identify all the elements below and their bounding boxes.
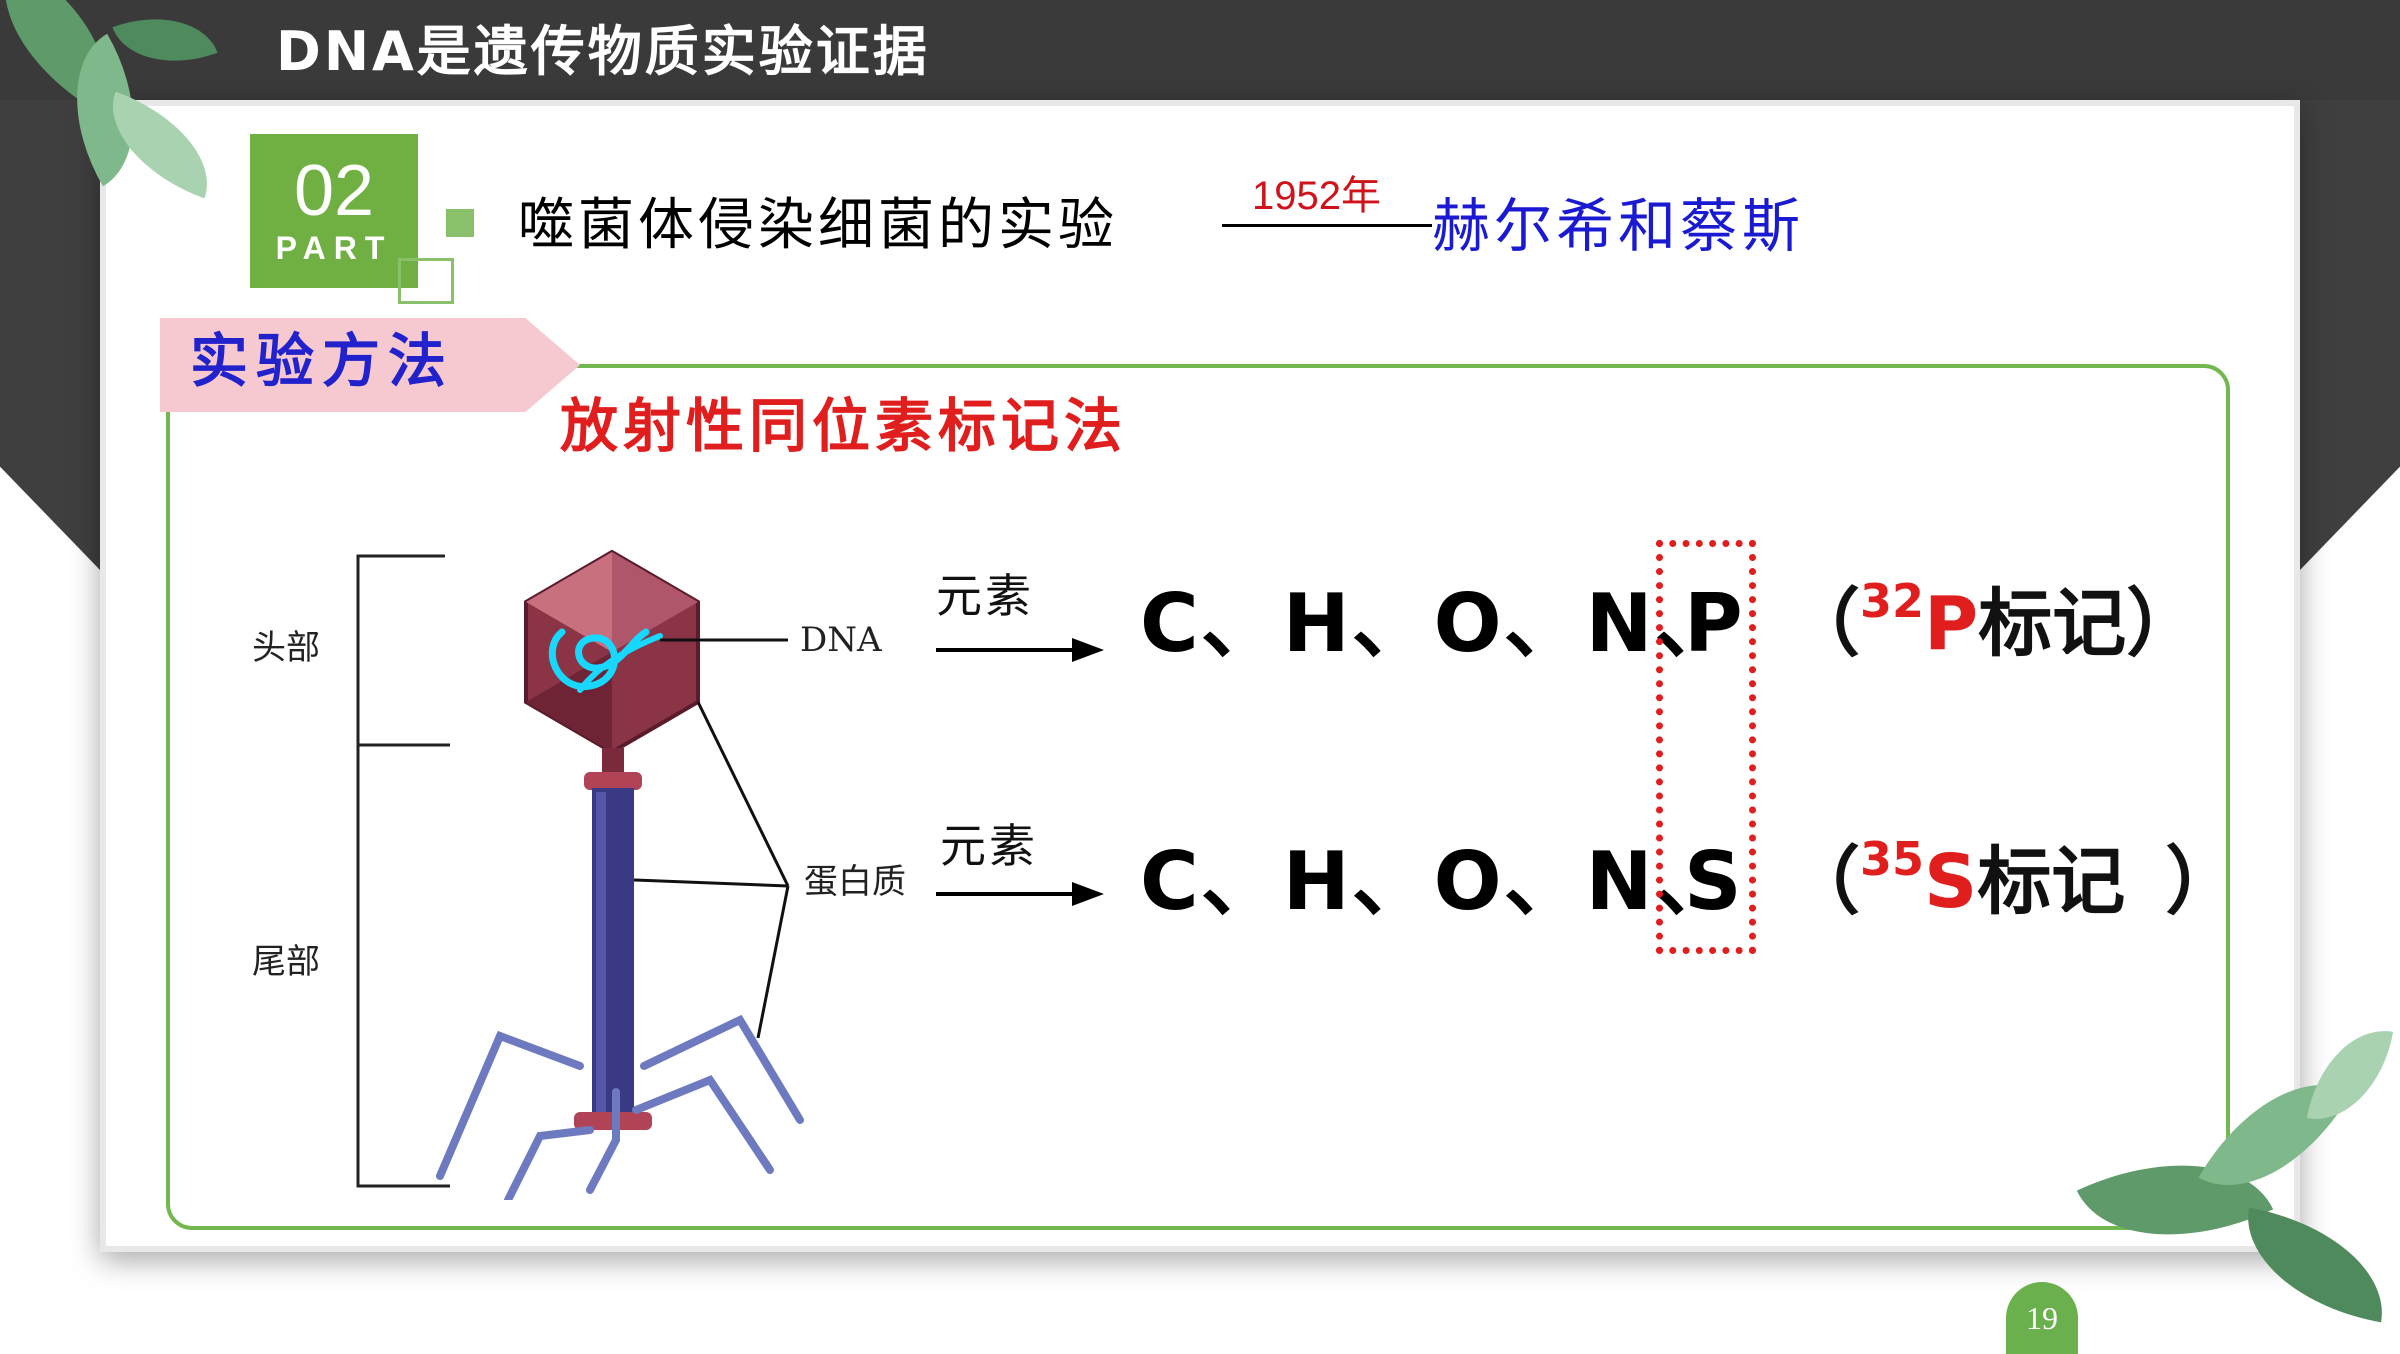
label-word: 标记: [1977, 839, 2126, 925]
dna-elements: C、H、O、N、: [1140, 577, 1737, 670]
label-word: 标记: [1978, 581, 2127, 667]
part-number: 02: [293, 151, 375, 231]
phage-diagram: 头部 尾部 DNA 蛋白质: [240, 540, 960, 1200]
left-side-band: [0, 100, 100, 570]
element-arrow-label: 元素: [936, 569, 1034, 623]
scientist-names: 赫尔希和蔡斯: [1432, 192, 1805, 260]
part-word: PART: [275, 230, 393, 266]
element-arrow-label: 元素: [940, 819, 1038, 873]
s35-label-note: （35S标记 ）: [1786, 832, 2239, 932]
method-name: 放射性同位素标记法: [560, 392, 1128, 460]
isotope-mass: 32: [1860, 574, 1925, 629]
heading-connector-line: [1222, 224, 1432, 227]
open-paren: （: [1786, 839, 1860, 925]
badge-outline-decoration: [398, 258, 454, 304]
isotope-symbol: S: [1924, 839, 1978, 925]
leaf-decoration: [2233, 1207, 2397, 1323]
experiment-year: 1952年: [1252, 174, 1381, 218]
isotope-symbol: P: [1924, 581, 1979, 667]
arrow-right-icon: [1072, 882, 1104, 906]
tail-label: 尾部: [252, 942, 320, 982]
sulfur-highlight: S: [1684, 835, 1742, 928]
phage-illustration: [356, 549, 804, 1200]
close-paren: ）: [2165, 839, 2240, 925]
protein-label: 蛋白质: [804, 862, 906, 902]
arrow-right-icon: [1072, 638, 1104, 662]
bullet-square-icon: [446, 209, 474, 237]
protein-elements: C、H、O、N、: [1140, 835, 1737, 928]
method-tag-label: 实验方法: [190, 327, 455, 395]
experiment-title: 噬菌体侵染细菌的实验: [518, 193, 1118, 258]
slide-title: DNA是遗传物质实验证据: [276, 20, 930, 83]
part-badge: 02 PART: [250, 134, 418, 288]
right-side-band: [2300, 100, 2400, 570]
slide-card: [100, 100, 2300, 1252]
page-number: 19: [2006, 1282, 2078, 1354]
close-paren: ）: [2126, 581, 2201, 667]
isotope-mass: 35: [1860, 832, 1925, 887]
phosphorus-highlight: P: [1684, 577, 1743, 670]
content-frame: [166, 364, 2230, 1230]
highlight-dashed-box: [1656, 540, 1756, 954]
open-paren: （: [1786, 581, 1860, 667]
method-tag: [160, 318, 580, 412]
element-arrow-line: [936, 648, 1076, 652]
dna-label: DNA: [800, 620, 882, 660]
top-band: [0, 0, 2400, 100]
p32-label-note: （32P标记）: [1786, 574, 2200, 674]
element-arrow-line: [936, 892, 1076, 896]
head-label: 头部: [252, 628, 320, 668]
leaf-decoration: [2306, 1019, 2394, 1131]
